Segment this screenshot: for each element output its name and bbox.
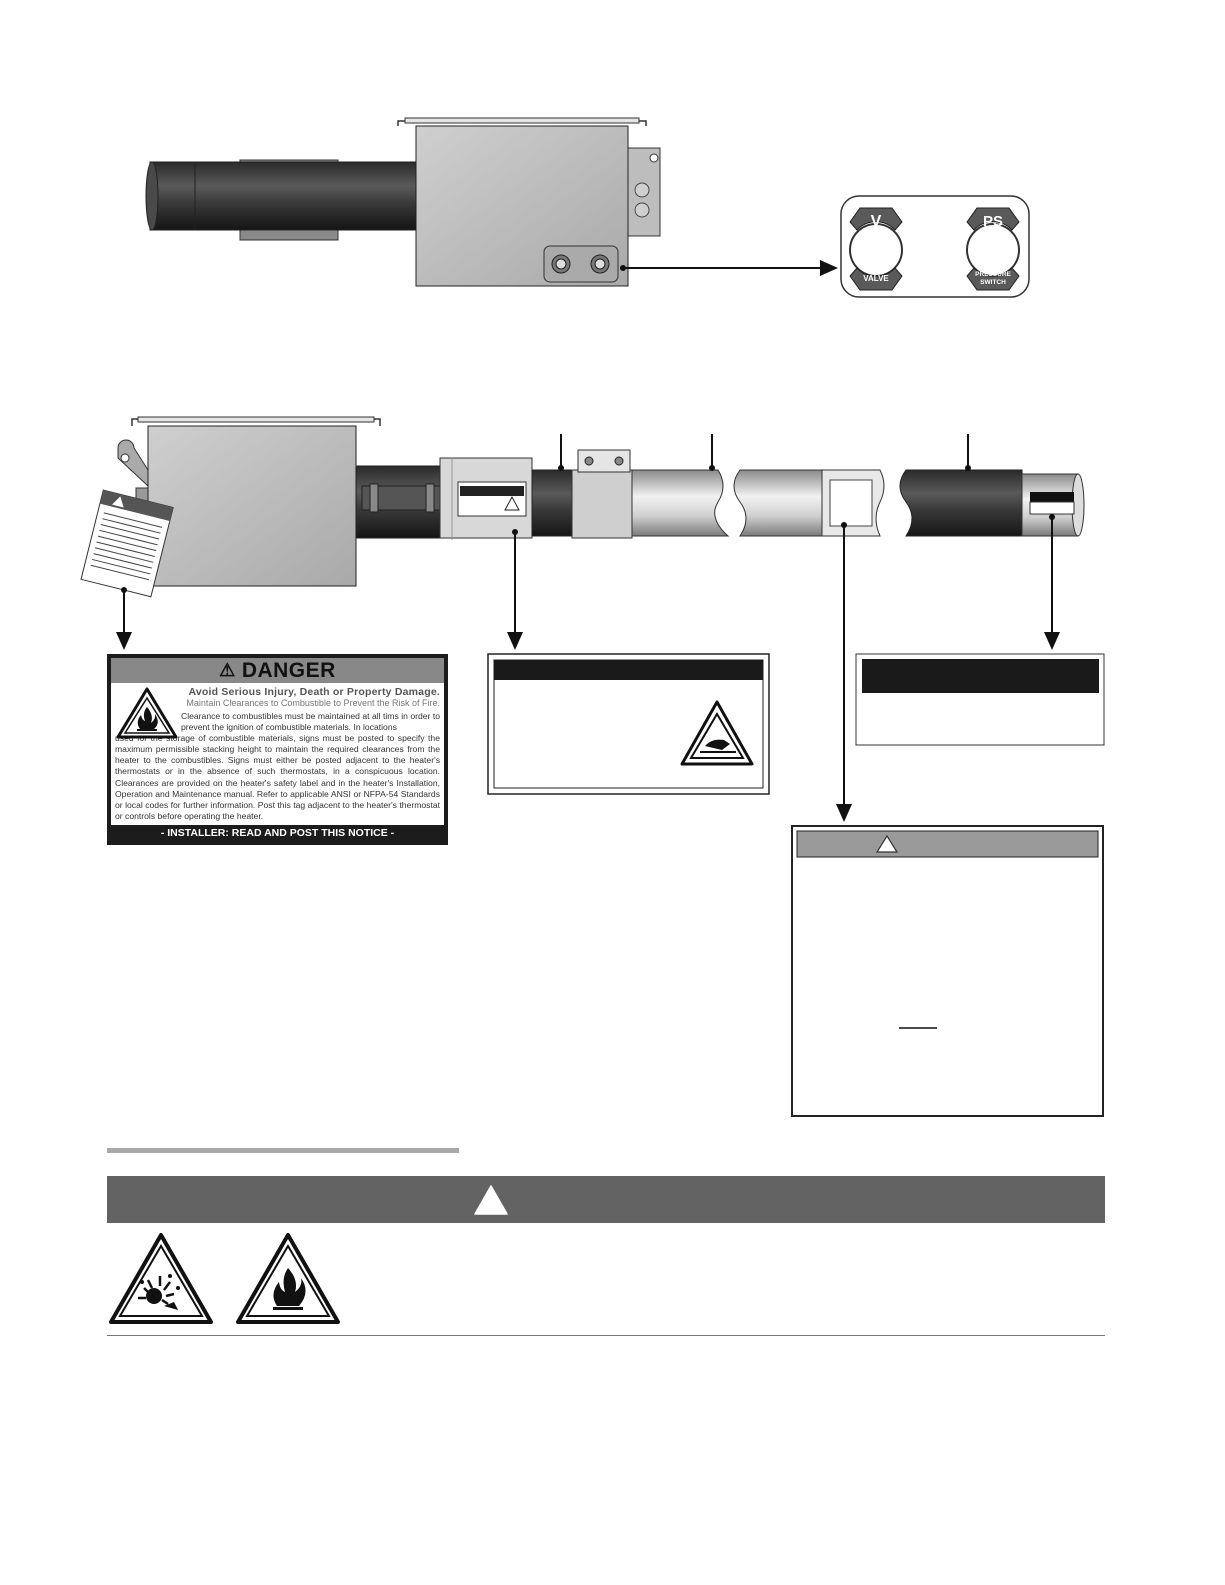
- warning-triangle-icon: [474, 1185, 508, 1215]
- switch-letter: PS: [983, 213, 1003, 230]
- switch-label-line2: SWITCH: [980, 279, 1006, 286]
- danger-body-text: Clearance to combustibles must be mainta…: [115, 711, 440, 822]
- warning-notice-label: [791, 825, 1104, 1117]
- danger-subhead: Maintain Clearances to Combustible to Pr…: [186, 698, 440, 708]
- bottom-burner-assembly: [80, 416, 1085, 598]
- danger-header: ⚠ DANGER: [111, 658, 444, 683]
- fire-hazard-icon: [236, 1233, 340, 1324]
- warning-banner: [107, 1176, 1105, 1223]
- switch-label-line1: PRESSURE: [975, 271, 1011, 278]
- explosion-hazard-icon: [109, 1233, 213, 1324]
- danger-footer: - INSTALLER: READ AND POST THIS NOTICE -: [160, 827, 395, 839]
- danger-body: Avoid Serious Injury, Death or Property …: [111, 683, 444, 825]
- leader-lines: [116, 514, 1060, 822]
- danger-body-indented: Clearance to combustibles must be mainta…: [181, 711, 440, 733]
- top-burner-assembly: [145, 117, 838, 287]
- section-rule: [107, 1148, 459, 1153]
- control-panel: V VALVE PS PRESSURE SWITCH: [840, 195, 1030, 298]
- danger-clearance-label: ⚠ DANGER Avoid Serious Injury, Death or …: [107, 654, 448, 845]
- bottom-rule: [107, 1335, 1105, 1336]
- danger-header-text: DANGER: [241, 658, 336, 682]
- valve-letter: V: [871, 213, 882, 230]
- danger-headline: Avoid Serious Injury, Death or Property …: [188, 686, 440, 698]
- caution-label-right: [855, 653, 1105, 746]
- warning-triangle-icon: ⚠: [219, 660, 236, 680]
- danger-body-rest: used for the storage of combustible mate…: [115, 733, 440, 821]
- fire-hazard-icon: [116, 687, 178, 739]
- valve-label: VALVE: [863, 274, 889, 283]
- hot-surface-label: [487, 653, 770, 795]
